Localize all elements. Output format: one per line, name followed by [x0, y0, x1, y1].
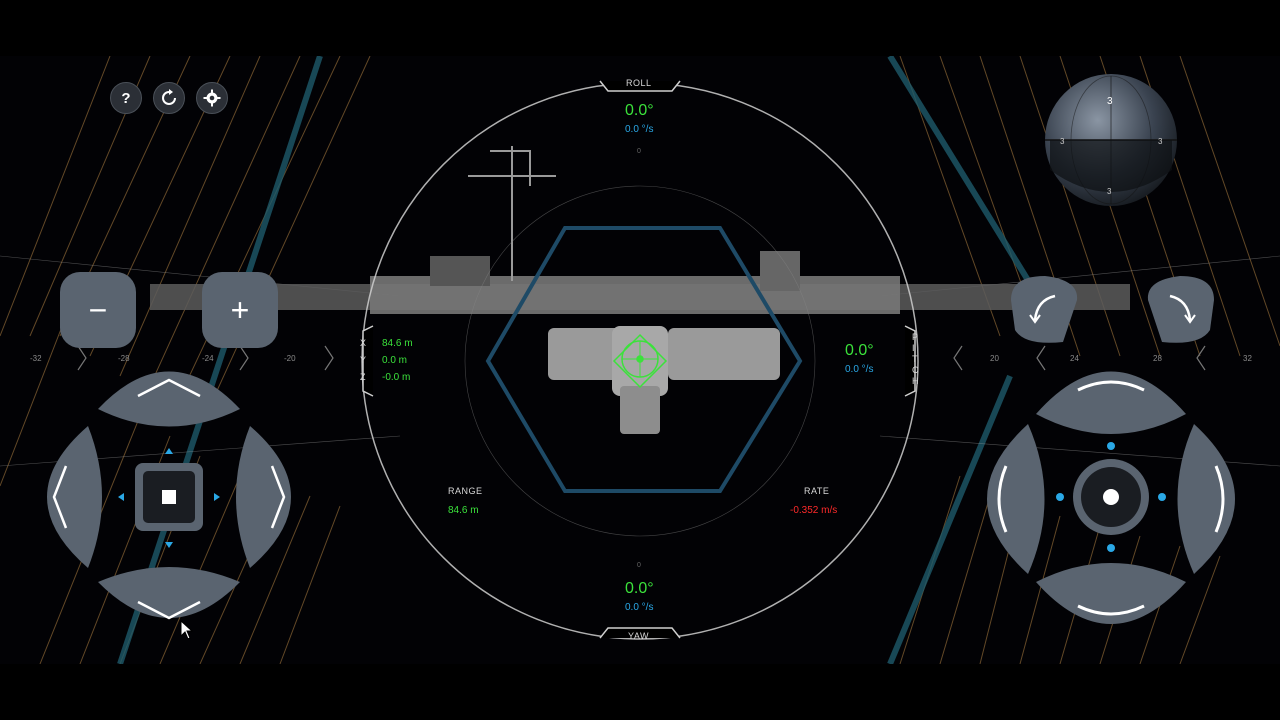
arc-left-icon — [997, 465, 1008, 533]
pitch-angle: 0.0° — [845, 342, 874, 359]
translate-right-button[interactable] — [236, 426, 291, 568]
attitude-label: 3 — [1107, 96, 1113, 107]
pitch-rate: 0.0 °/s — [845, 364, 874, 375]
yaw-rate: 0.0 °/s — [625, 602, 654, 613]
rate-label: RATE — [804, 486, 830, 496]
z-value: -0.0 m — [382, 372, 411, 383]
pitch-label: PITCH — [912, 332, 919, 386]
attitude-label: 3 — [1107, 187, 1112, 196]
y-value: 0.0 m — [382, 355, 408, 366]
roll-tick: 0 — [637, 148, 641, 155]
z-label: Z — [360, 372, 366, 382]
rate-value: -0.352 m/s — [790, 505, 838, 516]
roll-label: ROLL — [626, 78, 652, 88]
translation-pad — [47, 371, 291, 620]
translate-back-button[interactable]: − — [60, 272, 136, 348]
scale-tick: -32 — [30, 354, 42, 363]
attitude-label: 3 — [1060, 137, 1065, 146]
translate-forward-button[interactable]: + — [202, 272, 278, 348]
roll-right-button[interactable] — [1140, 270, 1220, 350]
arc-up-icon — [1077, 380, 1145, 392]
scale-tick: 32 — [1243, 354, 1252, 363]
scale-tick: 20 — [990, 354, 999, 363]
range-label: RANGE — [448, 486, 483, 496]
chevron-up-icon — [137, 378, 201, 398]
direction-indicators — [1056, 442, 1166, 552]
roll-angle: 0.0° — [625, 102, 654, 119]
x-label: X — [360, 338, 367, 348]
mouse-cursor-icon — [180, 620, 194, 640]
docking-viewport: -32 -28 -24 -20 20 24 28 32 ROLL 0.0° 0.… — [0, 56, 1280, 664]
attitude-indicator: 3 3 3 3 — [1045, 74, 1177, 206]
rotate-ccw-icon — [1033, 294, 1056, 321]
attitude-label: 3 — [1158, 137, 1163, 146]
y-label: Y — [360, 355, 367, 365]
yaw-label: YAW — [628, 631, 649, 641]
scale-tick: -24 — [202, 354, 214, 363]
translate-stop-button[interactable] — [135, 463, 203, 531]
scale-tick: -28 — [118, 354, 130, 363]
gear-icon — [203, 89, 221, 107]
translate-left-button[interactable] — [47, 426, 102, 568]
scale-tick: 28 — [1153, 354, 1162, 363]
translate-up-button[interactable] — [98, 371, 240, 427]
scale-tick: -20 — [284, 354, 296, 363]
pitch-up-button[interactable] — [1036, 371, 1186, 435]
range-value: 84.6 m — [448, 505, 479, 516]
help-button[interactable]: ? — [110, 82, 142, 114]
plus-icon: + — [230, 291, 250, 328]
help-icon: ? — [121, 89, 131, 107]
scene-background — [0, 56, 1280, 664]
settings-button[interactable] — [196, 82, 228, 114]
rotate-cw-icon — [1169, 294, 1192, 321]
roll-rate: 0.0 °/s — [625, 124, 654, 135]
reset-button[interactable] — [153, 82, 185, 114]
translate-down-button[interactable] — [98, 567, 240, 620]
scale-tick: 24 — [1070, 354, 1079, 363]
chevron-right-icon — [270, 465, 286, 529]
reset-icon — [162, 89, 176, 105]
roll-left-button[interactable] — [1005, 270, 1085, 350]
stop-icon — [162, 490, 176, 504]
minus-icon: − — [88, 291, 108, 328]
x-value: 84.6 m — [382, 338, 413, 349]
chevron-left-icon — [52, 465, 68, 529]
rotation-stop-button[interactable] — [1073, 459, 1149, 535]
stop-icon — [1103, 489, 1119, 505]
direction-indicators — [118, 448, 220, 548]
yaw-tick: 0 — [637, 562, 641, 569]
yaw-angle: 0.0° — [625, 580, 654, 597]
pitch-down-button[interactable] — [1036, 563, 1186, 624]
yaw-right-button[interactable] — [1177, 424, 1236, 574]
arc-right-icon — [1214, 465, 1225, 533]
yaw-left-button[interactable] — [987, 424, 1045, 574]
rotation-pad — [987, 371, 1236, 624]
arc-down-icon — [1077, 604, 1145, 616]
chevron-down-icon — [137, 600, 201, 620]
docking-crosshair-icon — [612, 333, 668, 389]
